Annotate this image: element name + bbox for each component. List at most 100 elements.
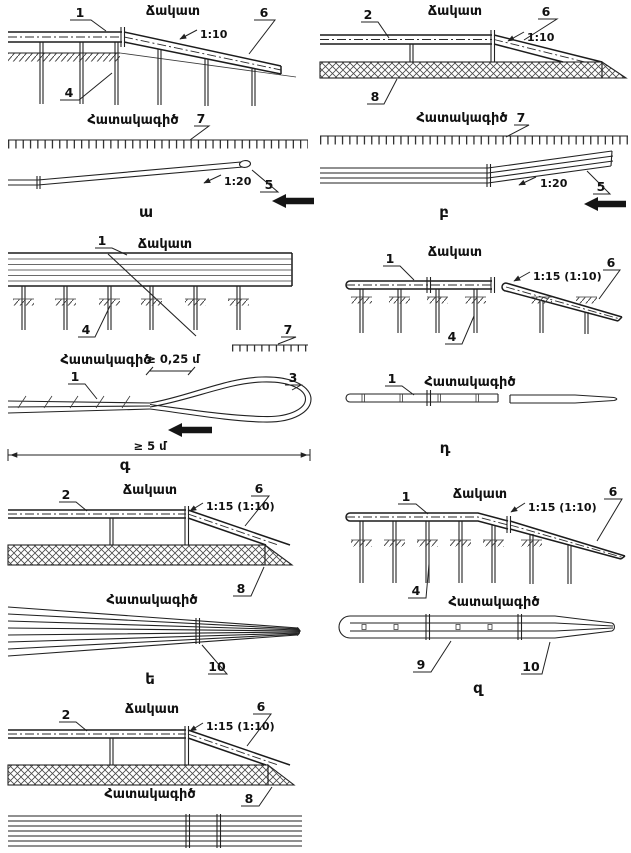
rail-elevation	[8, 31, 282, 75]
slope-label: 1:15 (1:10)	[206, 500, 275, 513]
posts	[359, 521, 572, 584]
callout-post: 4	[82, 322, 91, 337]
concrete-wall	[7, 544, 266, 566]
elevation-title: Ճակատ	[146, 4, 200, 19]
wall-supports	[109, 738, 190, 765]
anchor-brace	[107, 253, 197, 337]
rail-plan	[7, 400, 151, 414]
callout-tip: 10	[522, 659, 540, 674]
plan-title: Հատակագիծ	[424, 375, 515, 390]
elevation-title: Ճակատ	[125, 702, 179, 717]
ground-hatch	[384, 540, 405, 547]
rail-plan	[8, 161, 244, 186]
leader-line	[445, 315, 475, 345]
slope-label: 1:15 (1:10)	[206, 720, 275, 733]
slope-label: 1:15 (1:10)	[528, 501, 597, 514]
elevation-title: Ճակատ	[138, 237, 192, 252]
leader-line	[246, 713, 272, 747]
ground-hatch	[521, 540, 542, 547]
rail-joint	[184, 506, 190, 522]
ground-hatch	[389, 297, 410, 304]
callout-edge-line: 7	[517, 110, 526, 125]
leader-line	[596, 498, 623, 542]
leader-line	[361, 21, 390, 39]
plan-title: Հատակագիծ	[448, 595, 539, 610]
leader-line	[598, 269, 621, 300]
elevation-title: Ճակատ	[453, 487, 507, 502]
ground-hatch	[417, 540, 438, 547]
slope-arrow	[513, 271, 531, 282]
leader-line	[398, 503, 429, 515]
ground-hatch	[351, 540, 372, 547]
slope-label: 1:10	[200, 28, 228, 41]
rail-plan-posts	[361, 624, 493, 630]
ground-hatch	[55, 299, 76, 306]
leader-line	[59, 721, 88, 732]
plan-title: Հատակագիծ	[60, 353, 151, 368]
diagram-letter: ա	[139, 203, 153, 221]
diagram-d: 1 Ճակատ 6 1:15 (1:10) 4 1 Հատակագիծ դ	[345, 245, 623, 457]
callout-wall: 8	[371, 89, 380, 104]
rail-plan-band	[8, 815, 302, 847]
loop-end-inner	[149, 381, 307, 418]
rail-tip	[238, 160, 252, 168]
ground-hatch	[99, 299, 120, 306]
callout-end-section: 6	[257, 699, 266, 714]
slope-arrow	[510, 502, 526, 513]
elevation-title: Ճակատ	[123, 483, 177, 498]
ground-hatch	[185, 299, 206, 306]
leader-line	[408, 563, 430, 599]
rail-centerline	[8, 36, 282, 71]
rail-centerline	[8, 733, 279, 766]
leader-line	[95, 247, 128, 256]
diagram-e: 2 Ճակատ 6 1:15 (1:10) 8 Հատակագիծ 10 ե	[7, 481, 302, 688]
traffic-arrow	[272, 194, 314, 208]
callout-end-section: 6	[607, 255, 616, 270]
leader-line	[367, 78, 398, 105]
diagram-letter: զ	[473, 679, 484, 697]
ground-hatch	[531, 297, 552, 304]
slope-arrow	[179, 29, 198, 40]
concrete-wall	[7, 764, 269, 786]
rail-plan	[338, 615, 614, 639]
callout-end-section: 6	[260, 5, 269, 20]
slope-arrow	[189, 502, 204, 512]
callout-end-section: 6	[609, 484, 618, 499]
wall-supports	[409, 44, 496, 62]
callout-edge-line: 7	[284, 322, 293, 337]
rail-elevation	[345, 512, 626, 560]
ground-hatch	[13, 299, 34, 306]
diagram-e2: 2 Ճակատ 6 1:15 (1:10) Հատակագիծ 8	[7, 699, 302, 848]
leader-line	[251, 169, 280, 193]
traffic-arrow	[584, 197, 626, 211]
ground-hatch	[228, 299, 249, 306]
rail-centerline	[8, 513, 279, 546]
leader-line	[78, 305, 111, 338]
posts	[359, 289, 589, 334]
callout-tip: 5	[597, 179, 606, 194]
leader-line	[241, 786, 273, 807]
offset-dimension-ticks	[145, 366, 196, 376]
callout-rail-plan: 1	[388, 371, 397, 386]
callout-end-section: 6	[255, 481, 264, 496]
leader-line	[385, 385, 415, 396]
rail-elevation	[320, 34, 603, 63]
leader-line	[277, 336, 297, 345]
rail-joint	[506, 516, 512, 533]
diagram-letter: դ	[440, 439, 451, 457]
rail-plan-joint	[195, 618, 201, 644]
callout-rail: 2	[364, 7, 373, 22]
rail-joint	[490, 30, 496, 48]
elevation-title: Ճակատ	[428, 245, 482, 260]
callout-joint: 10	[208, 659, 226, 674]
leader-line	[60, 72, 113, 101]
leader-line	[586, 170, 612, 195]
rail-joint	[120, 27, 126, 47]
rail-elevation	[8, 729, 291, 766]
concrete-wall-end	[601, 60, 628, 79]
diagram-b: Ճակատ 2 6 1:10 8 Հատակագիծ 7 1:20 5 բ	[319, 4, 628, 221]
rail-plan-joints	[185, 814, 222, 848]
rail-joint	[184, 726, 190, 742]
